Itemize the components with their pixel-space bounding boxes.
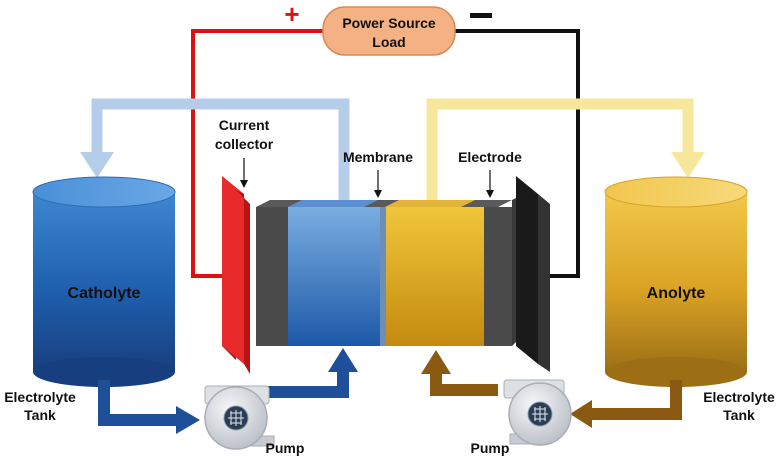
plus-sign: + [284, 0, 299, 29]
anolyte-return-flow [421, 350, 682, 428]
electrode-right [484, 207, 512, 346]
anolyte-label: Anolyte [647, 285, 706, 302]
membrane [380, 207, 386, 346]
minus-sign [470, 13, 492, 18]
current-collector-negative [516, 176, 550, 372]
catholyte-return-flow [98, 348, 358, 434]
electrode-left [256, 207, 288, 346]
load-label: Load [372, 34, 405, 50]
pump-right-icon [503, 379, 572, 446]
current-collector-label-1: Current [219, 117, 270, 133]
pump-left-label: Pump [266, 440, 305, 456]
catholyte-half-cell [288, 207, 385, 346]
membrane-label: Membrane [343, 149, 413, 165]
pump-left-icon [204, 385, 275, 450]
anolyte-tank: Anolyte [604, 176, 748, 387]
anolyte-supply-flow [426, 98, 705, 205]
current-collector-positive [222, 176, 250, 374]
anolyte-half-cell [386, 207, 484, 346]
tank-left-label-1: Electrolyte [4, 389, 76, 405]
catholyte-tank: Catholyte [32, 176, 176, 387]
negative-wire [452, 29, 580, 278]
catholyte-supply-flow [80, 98, 350, 205]
power-source-label: Power Source [342, 15, 436, 31]
catholyte-label: Catholyte [68, 285, 141, 302]
tank-left-label-2: Tank [24, 407, 56, 423]
positive-wire [191, 29, 326, 278]
pump-right-label: Pump [471, 440, 510, 456]
tank-right-label-1: Electrolyte [703, 389, 775, 405]
tank-right-label-2: Tank [723, 407, 755, 423]
power-source-box: Power Source Load [322, 6, 456, 56]
current-collector-label-2: collector [215, 136, 274, 152]
electrode-label: Electrode [458, 149, 522, 165]
